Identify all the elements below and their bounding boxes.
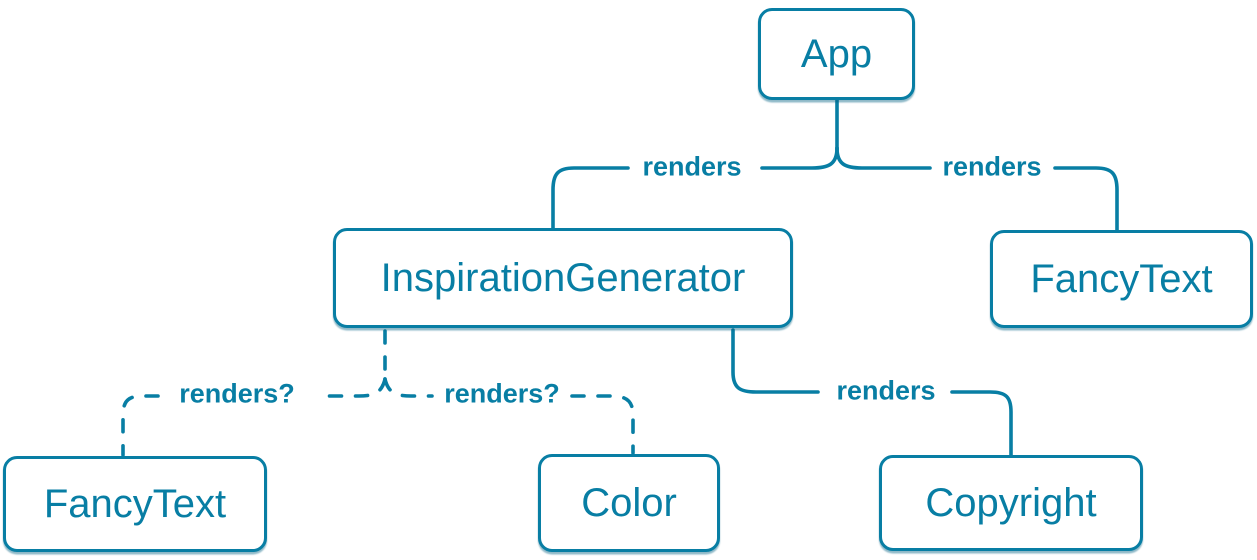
edge-inspirationgenerator-fancytext-dashed	[121, 377, 387, 457]
edge-label-app-fancytext: renders	[942, 151, 1042, 182]
node-fancy-text-left: FancyText	[3, 456, 267, 552]
edge-label-inspirationgenerator-copyright: renders	[836, 375, 936, 406]
node-inspiration-generator: InspirationGenerator	[333, 228, 793, 328]
node-copyright: Copyright	[879, 455, 1143, 551]
node-fancy-text-left-label: FancyText	[43, 481, 227, 526]
node-color: Color	[538, 454, 720, 552]
node-fancy-text-right-label: FancyText	[1030, 256, 1213, 301]
edge-inspirationgenerator-copyright	[731, 328, 1013, 457]
node-app-label: App	[800, 31, 873, 76]
node-color-label: Color	[581, 480, 677, 525]
node-copyright-label: Copyright	[925, 480, 1097, 525]
edge-label-inspirationgenerator-fancytext: renders?	[179, 378, 295, 409]
node-fancy-text-right: FancyText	[990, 230, 1253, 328]
edge-label-app-inspirationgenerator: renders	[642, 151, 742, 182]
node-app: App	[758, 8, 915, 100]
node-inspiration-generator-label: InspirationGenerator	[380, 255, 746, 300]
edge-label-inspirationgenerator-color: renders?	[444, 378, 560, 409]
edge-app-fancytext	[835, 146, 1119, 232]
edge-inspirationgenerator-color-dashed	[383, 377, 635, 455]
